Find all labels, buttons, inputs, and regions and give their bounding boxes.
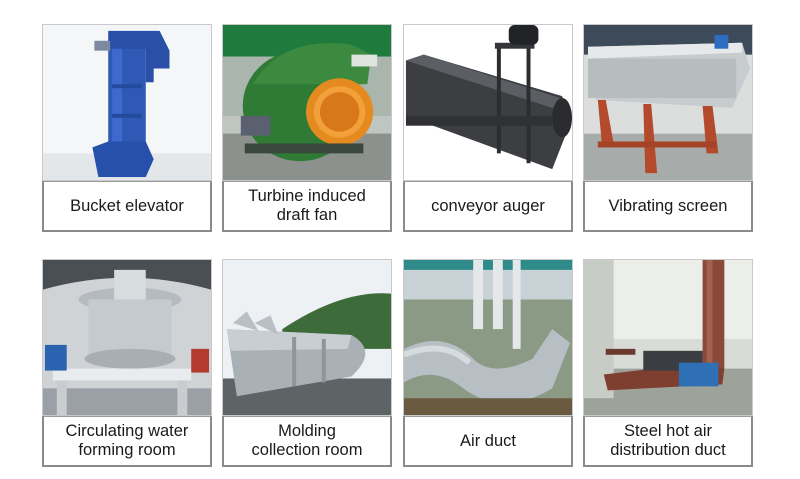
steel-hot-air-photo — [583, 259, 753, 416]
bucket-elevator-photo — [42, 24, 212, 181]
product-label: Turbine induced draft fan — [222, 181, 392, 232]
product-label: Vibrating screen — [583, 181, 753, 232]
product-label: conveyor auger — [403, 181, 573, 232]
product-label: Molding collection room — [222, 416, 392, 467]
vibrating-screen-photo — [583, 24, 753, 181]
molding-collection-photo — [222, 259, 392, 416]
turbine-fan-photo — [222, 24, 392, 181]
conveyor-auger-photo — [403, 24, 573, 181]
product-label: Circulating water forming room — [42, 416, 212, 467]
product-label: Air duct — [403, 416, 573, 467]
product-label: Bucket elevator — [42, 181, 212, 232]
product-label: Steel hot air distribution duct — [583, 416, 753, 467]
air-duct-photo — [403, 259, 573, 416]
circulating-water-photo — [42, 259, 212, 416]
